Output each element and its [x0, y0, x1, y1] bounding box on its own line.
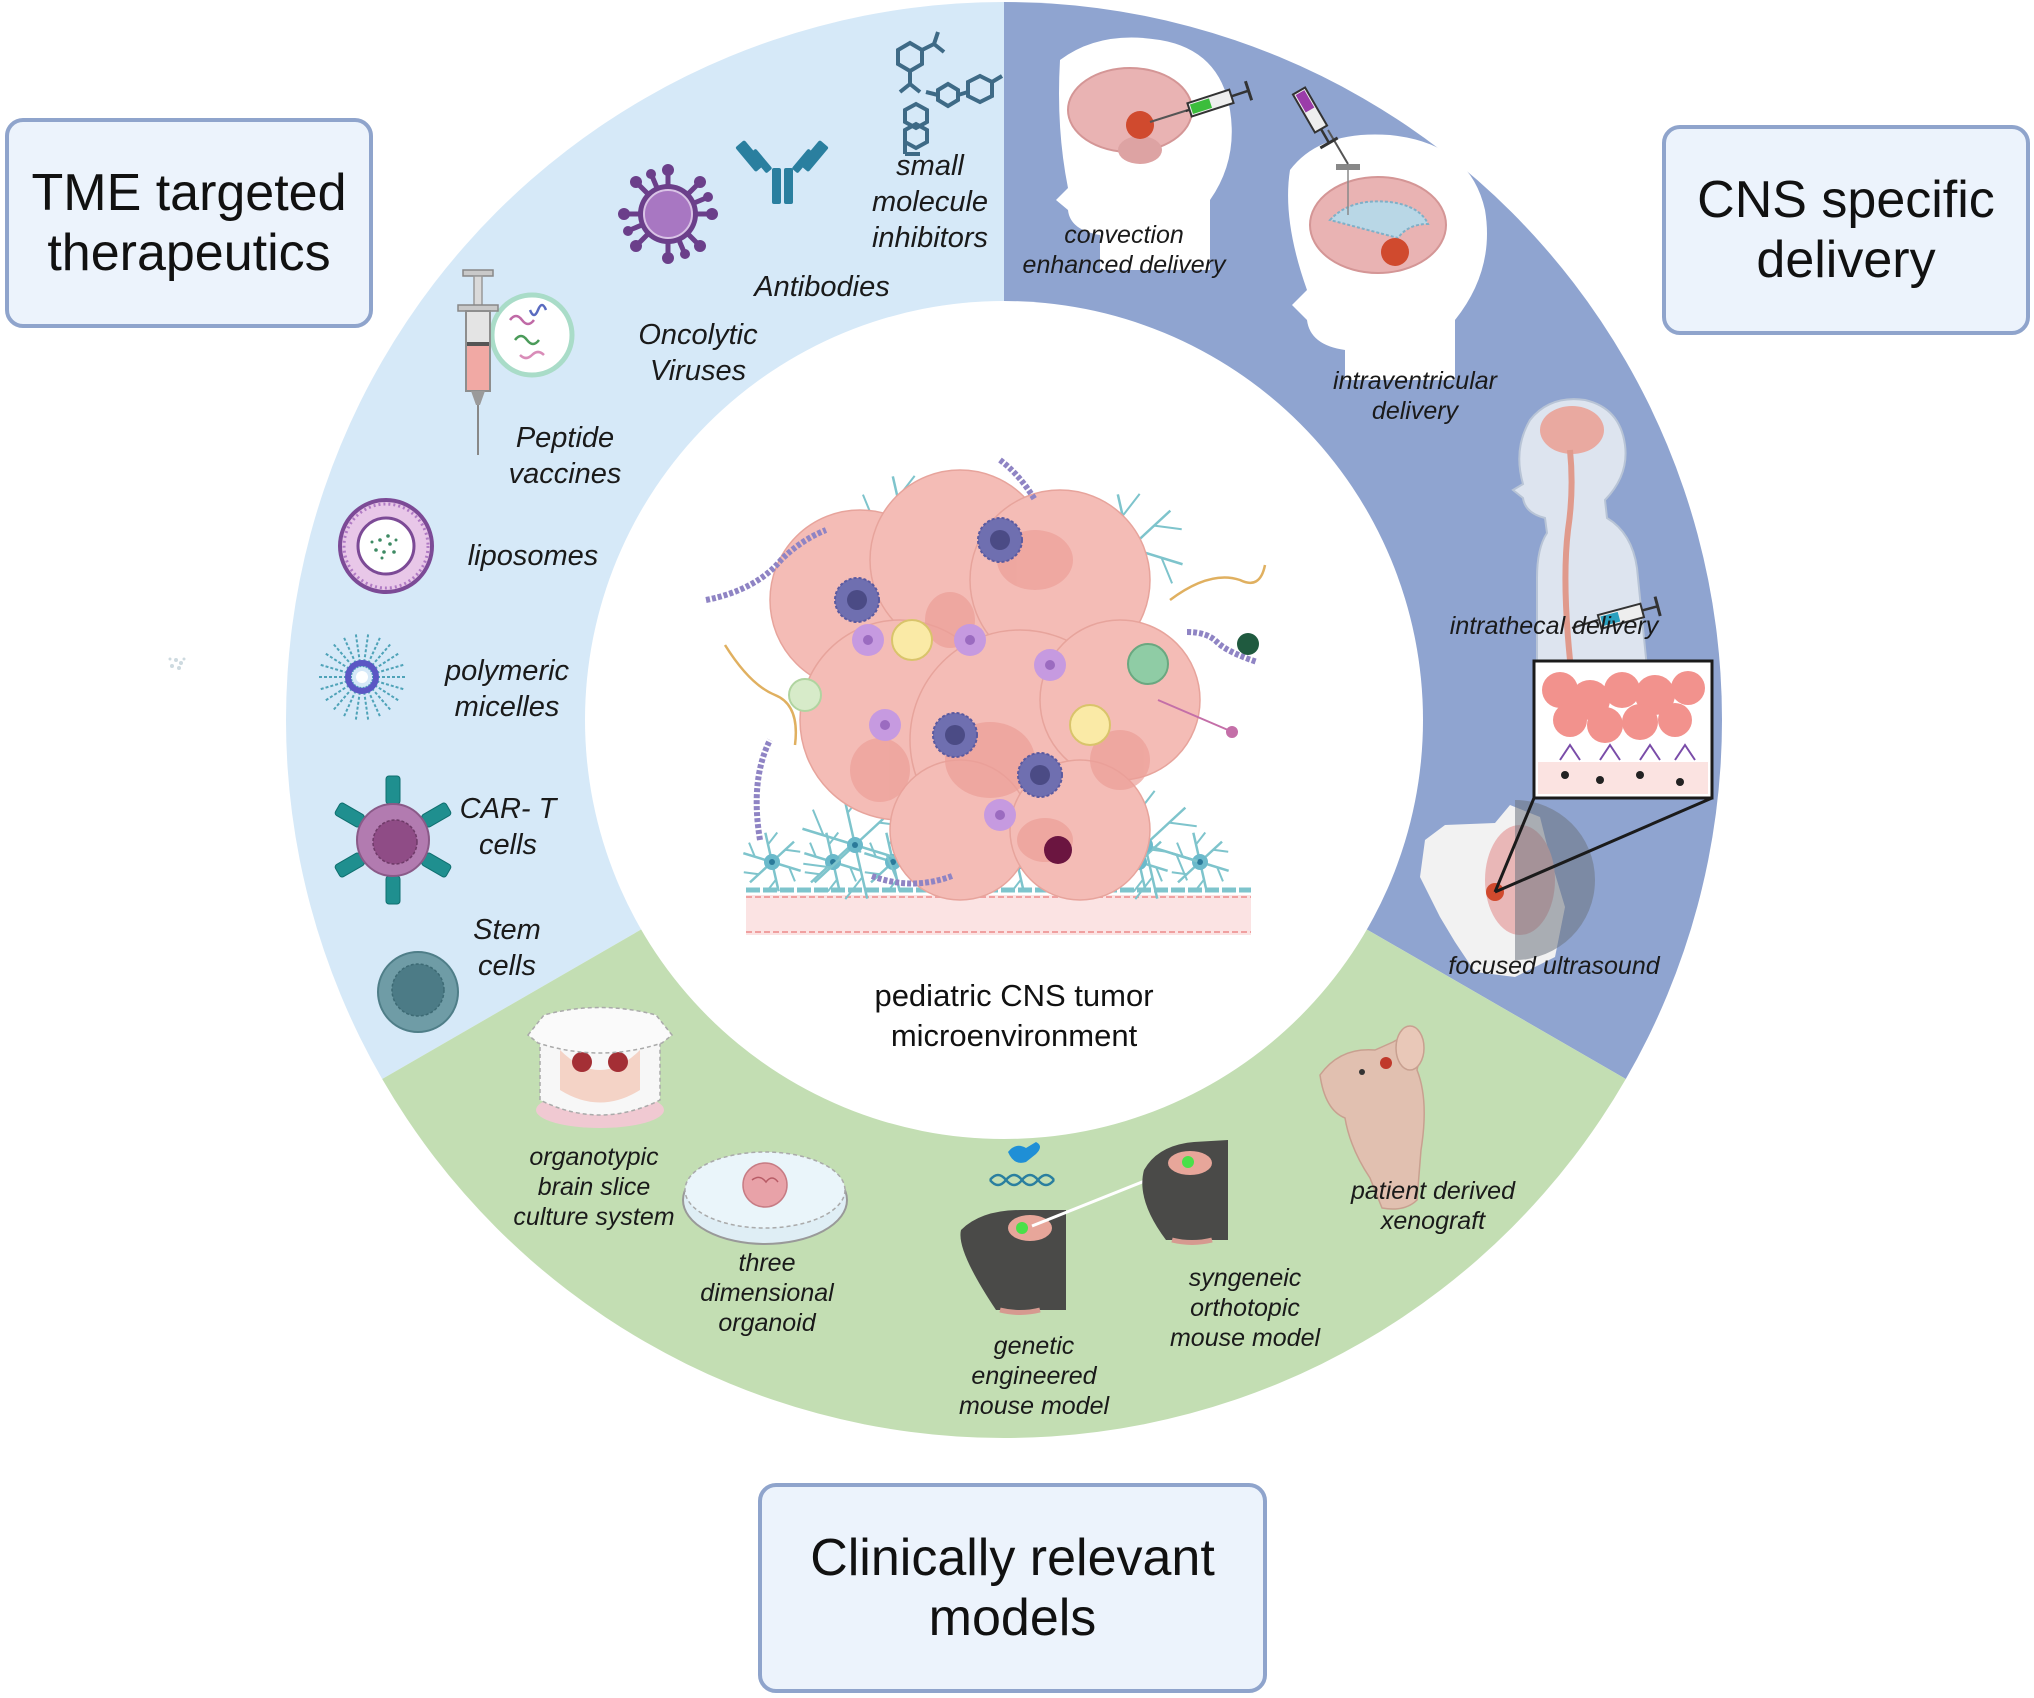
label-line: enhanced delivery: [1022, 251, 1226, 279]
section-title-line: models: [928, 1589, 1097, 1647]
antibody-icon: [735, 140, 829, 204]
label-patient-derived-xenograft: patient derived xenograft: [1351, 1176, 1515, 1236]
label-line: cells: [477, 950, 536, 982]
label-line: micelles: [454, 691, 560, 723]
section-title-cns-specific-delivery: CNS specific delivery: [1662, 125, 2030, 335]
liposome-icon: [338, 498, 434, 594]
label-line: cells: [478, 829, 538, 861]
label-line: three: [738, 1249, 796, 1277]
label-line: engineered: [971, 1362, 1097, 1390]
label-line: syngeneic: [1188, 1264, 1302, 1292]
label-focused-ultrasound: focused ultrasound: [1448, 951, 1659, 981]
center-label-line: microenvironment: [890, 1018, 1138, 1053]
section-title-line: Clinically relevant: [810, 1529, 1215, 1587]
label-line: brain slice: [537, 1173, 651, 1201]
label-line: patient derived: [1350, 1177, 1516, 1205]
convection-head-syringe-icon: [1056, 37, 1254, 270]
label-line: organoid: [718, 1309, 816, 1337]
center-label: pediatric CNS tumor microenvironment: [874, 976, 1153, 1056]
label-peptide-vaccines: Peptide vaccines: [509, 420, 622, 492]
label-three-dimensional-organoid: three dimensional organoid: [700, 1248, 833, 1338]
faint-speckle-decoration: [168, 657, 186, 670]
intraventricular-head-syringe-icon: [1288, 86, 1487, 380]
label-line: Viruses: [649, 355, 747, 387]
label-line: delivery: [1371, 397, 1459, 425]
section-title-tme-targeted-therapeutics: TME targeted therapeutics: [5, 118, 373, 328]
brain-slice-culture-insert-icon: [526, 1006, 674, 1128]
center-label-line: pediatric CNS tumor: [874, 978, 1154, 1013]
enzyme-pacman: [1237, 633, 1259, 655]
label-line: xenograft: [1380, 1207, 1486, 1235]
label-line: Peptide: [515, 422, 615, 454]
pdx-nude-mouse-icon: [1319, 1025, 1425, 1210]
label-convection-enhanced-delivery: convection enhanced delivery: [1023, 220, 1226, 280]
syngeneic-mouse-icon: [1142, 1140, 1228, 1245]
label-line: focused ultrasound: [1448, 952, 1660, 980]
collagen-fibers: [705, 457, 1258, 887]
label-line: CAR- T: [459, 793, 557, 825]
peptide-vaccine-syringe-icon: [457, 269, 575, 455]
stem-cell-icon: [377, 951, 459, 1033]
label-line: intraventricular: [1333, 367, 1497, 395]
focused-ultrasound-head-icon: [1420, 659, 1714, 977]
tumor-microenvironment-illustration: [705, 457, 1267, 935]
label-line: culture system: [513, 1203, 675, 1231]
section-title-line: delivery: [1756, 231, 1936, 289]
label-line: vaccines: [508, 458, 622, 490]
label-stem-cells: Stem cells: [473, 912, 541, 984]
label-intraventricular-delivery: intraventricular delivery: [1333, 366, 1497, 426]
petri-dish-organoid-icon: [682, 1151, 848, 1245]
label-intrathecal-delivery: intrathecal delivery: [1450, 611, 1658, 641]
label-line: mouse model: [1169, 1324, 1321, 1352]
label-oncolytic-viruses: Oncolytic Viruses: [638, 317, 757, 389]
label-line: Oncolytic: [638, 319, 758, 351]
car-t-cell-icon: [334, 775, 452, 905]
section-title-line: therapeutics: [47, 224, 331, 282]
section-title-line: TME targeted: [31, 164, 347, 222]
label-organotypic-brain-slice-culture: organotypic brain slice culture system: [513, 1142, 674, 1232]
label-line: dimensional: [700, 1279, 834, 1307]
immune-cells: [788, 517, 1169, 831]
label-syngeneic-orthotopic-mouse-model: syngeneic orthotopic mouse model: [1170, 1263, 1320, 1353]
label-line: convection: [1064, 221, 1184, 249]
intrathecal-child-spine-icon: [1511, 398, 1662, 669]
label-line: small: [896, 150, 964, 182]
enzyme-pacman: [1044, 836, 1072, 864]
label-line: intrathecal delivery: [1449, 612, 1659, 640]
extracellular-matrix-fibers: [723, 564, 1267, 746]
label-line: inhibitors: [871, 222, 989, 254]
label-line: Stem: [473, 914, 541, 946]
label-line: mouse model: [958, 1392, 1110, 1420]
section-title-line: CNS specific: [1697, 171, 1995, 229]
label-line: liposomes: [467, 540, 599, 572]
gemm-mouse-dna-icon: [960, 1142, 1180, 1315]
label-line: organotypic: [529, 1143, 659, 1171]
label-line: polymeric: [444, 655, 570, 687]
section-title-clinically-relevant-models: Clinically relevant models: [758, 1483, 1267, 1693]
label-liposomes: liposomes: [468, 538, 599, 574]
label-car-t-cells: CAR- T cells: [460, 791, 557, 863]
label-antibodies: Antibodies: [754, 269, 889, 305]
label-line: Antibodies: [754, 271, 890, 303]
oncolytic-virus-icon: [618, 164, 718, 264]
label-line: genetic: [993, 1332, 1075, 1360]
label-line: orthotopic: [1190, 1294, 1300, 1322]
polymeric-micelle-icon: [318, 633, 406, 721]
label-genetic-engineered-mouse-model: genetic engineered mouse model: [959, 1331, 1109, 1421]
neuron: [1157, 699, 1238, 738]
label-line: molecule: [871, 186, 989, 218]
small-molecule-icon: [896, 31, 1004, 156]
label-small-molecule-inhibitors: small molecule inhibitors: [872, 148, 988, 256]
label-polymeric-micelles: polymeric micelles: [445, 653, 569, 725]
